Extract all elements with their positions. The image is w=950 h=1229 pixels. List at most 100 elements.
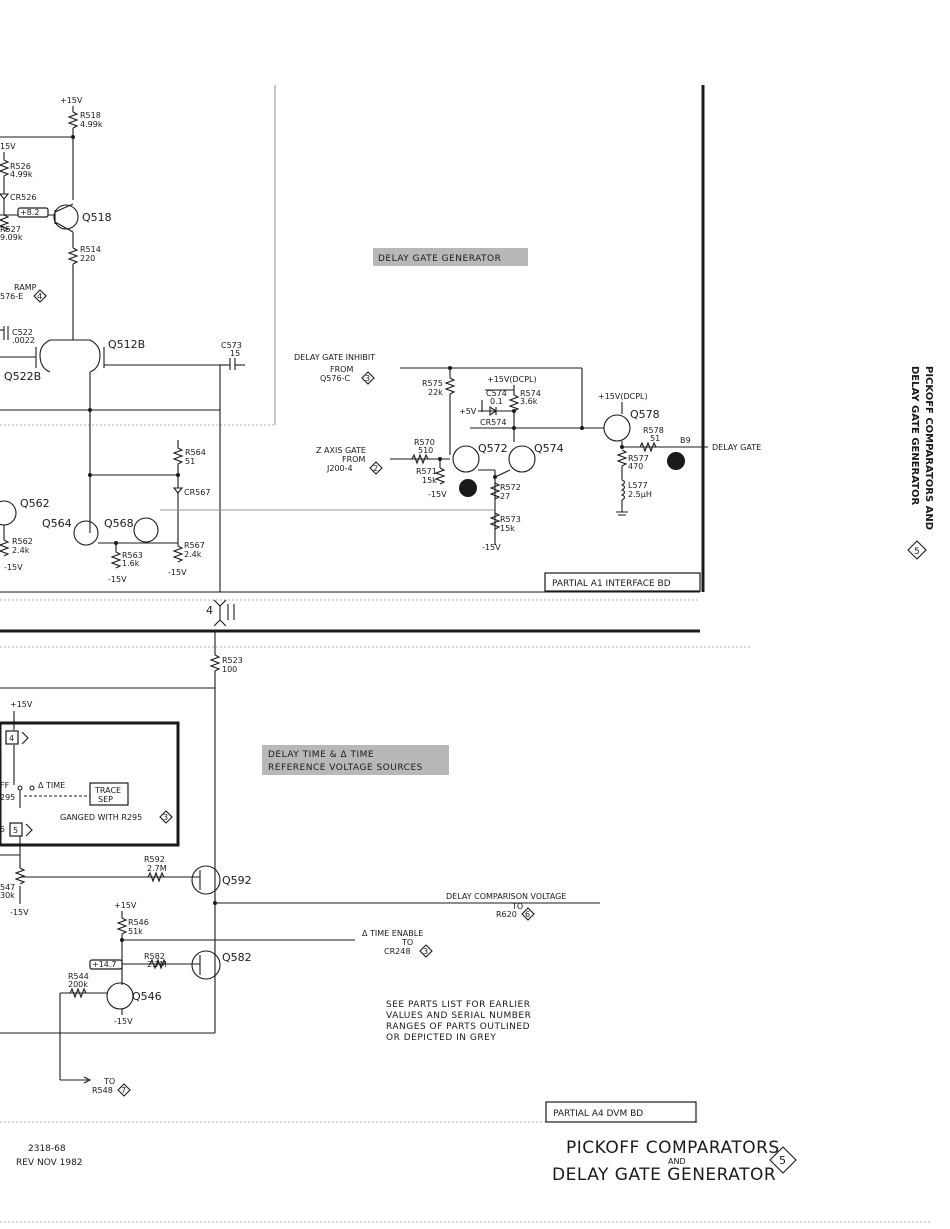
supply-m15-r573: -15V [482, 543, 501, 552]
supply-m15-r567: -15V [168, 568, 187, 577]
a4-board-label-box [545, 1101, 697, 1123]
z-axis-ref: J200-4 [326, 464, 353, 473]
r527-value: 9.09k [0, 233, 23, 242]
tp18-marker [459, 479, 477, 497]
r574-value: 3.6k [520, 397, 538, 406]
q582-symbol [191, 950, 221, 980]
r573-value: 15k [500, 524, 515, 533]
delay-gate-generator-label-bg [373, 248, 528, 266]
side-title-line2: DELAY GATE GENERATOR [909, 366, 920, 506]
to-r548-label: TO [103, 1077, 115, 1086]
supply-p5: +5V [459, 407, 477, 416]
drawing-number: 2318-68 [28, 1144, 66, 1154]
r562-value: 2.4k [12, 546, 30, 555]
supply-p15-r546: +15V [114, 901, 137, 910]
ganged-diagram: 3 [163, 813, 168, 822]
r548-diagram: 7 [121, 1086, 126, 1095]
connector-4: 4 [206, 604, 213, 617]
tp19-label: 19 [670, 457, 684, 468]
a1-board-label-box [544, 572, 701, 592]
c574-label: C574 [486, 389, 507, 398]
sheet-title-line1: PICKOFF COMPARATORS [566, 1138, 780, 1158]
supply-m15-q546: -15V [114, 1017, 133, 1026]
dt-enable-to: TO [401, 938, 413, 947]
c573-value: 15 [230, 349, 240, 358]
r518-label: R518 [80, 111, 101, 120]
r563-label: R563 [122, 551, 143, 560]
r570-label: R570 [414, 438, 435, 447]
q582-label: Q582 [222, 951, 252, 964]
side-title-line1: PICKOFF COMPARATORS AND [923, 366, 934, 530]
q574-label: Q574 [534, 442, 564, 455]
q562-symbol [0, 500, 17, 526]
c522-value: .0022 [12, 336, 35, 345]
dtime-label: Δ TIME [38, 781, 65, 790]
cr574-label: CR574 [480, 418, 506, 427]
c574-value: 0.1 [490, 397, 503, 406]
trace-sep-2: SEP [98, 795, 113, 804]
q512b-symbol [89, 339, 101, 373]
delay-gate-output: DELAY GATE [712, 443, 761, 452]
q522b-symbol [39, 339, 51, 373]
c522-label: C522 [12, 328, 33, 337]
supply-15v-left: 15V [0, 142, 16, 151]
r295-label: 295 [0, 793, 15, 802]
q546-symbol [106, 982, 134, 1010]
drawing-revision: REV NOV 1982 [16, 1158, 83, 1168]
r564-value: 51 [185, 457, 195, 466]
r570-value: 510 [418, 446, 433, 455]
dg-inhibit-label: DELAY GATE INHIBIT [294, 353, 375, 362]
q564-symbol [73, 520, 99, 546]
r523-label: R523 [222, 656, 243, 665]
ramp-diagram: 4 [37, 292, 42, 301]
delay-cmp-to: TO [511, 902, 523, 911]
v147-value: +14.7 [92, 960, 117, 969]
tp18-label: 18 [462, 484, 476, 495]
r572-value: 27 [500, 492, 510, 501]
l577-label: L577 [628, 481, 648, 490]
q564-label: Q564 [42, 517, 72, 530]
r546-label: R546 [128, 918, 149, 927]
q568-label: Q568 [104, 517, 134, 530]
dg-inhibit-ref: Q576-C [320, 374, 350, 383]
delay-time-source-label-2: REFERENCE VOLTAGE SOURCES [268, 763, 423, 773]
dt-enable-diagram: 3 [423, 947, 428, 956]
z-axis-diagram: 2 [373, 464, 378, 473]
delay-time-source-label-1: DELAY TIME & Δ TIME [268, 750, 374, 760]
note-line-1: SEE PARTS LIST FOR EARLIER [386, 1000, 530, 1010]
note-line-3: RANGES OF PARTS OUTLINED [386, 1022, 530, 1032]
q574-symbol [508, 445, 536, 473]
dt-enable-ref: CR248 [384, 947, 410, 956]
q568-symbol [133, 517, 159, 543]
ramp-label: RAMP [14, 283, 37, 292]
q546-label: Q546 [132, 990, 162, 1003]
plug-4: 4 [9, 734, 14, 743]
r548-ref: R548 [92, 1086, 113, 1095]
sheet-title-diagram-diamond [769, 1146, 797, 1174]
supply-p15-q518: +15V [60, 96, 83, 105]
switch-outline [0, 721, 180, 847]
r546-value: 51k [128, 927, 143, 936]
r571-label: R571 [416, 467, 437, 476]
delay-gate-generator-label: DELAY GATE GENERATOR [378, 254, 501, 264]
a1-board-label: PARTIAL A1 INTERFACE BD [552, 579, 671, 589]
delay-cmp-label: DELAY COMPARISON VOLTAGE [446, 892, 566, 901]
r523-value: 100 [222, 665, 237, 674]
q522b-label: Q522B [4, 370, 41, 383]
r562-label: R562 [12, 537, 33, 546]
c573-label: C573 [221, 341, 242, 350]
r572-label: R572 [500, 483, 521, 492]
r527-label: R527 [0, 225, 21, 234]
ramp-ref: 576-E [0, 292, 23, 301]
cr567-label: CR567 [184, 488, 210, 497]
sheet-title-line2: AND [668, 1157, 686, 1166]
note-line-4: OR DEPICTED IN GREY [386, 1033, 496, 1043]
r582-label: R582 [144, 952, 165, 961]
q562-label: Q562 [20, 497, 50, 510]
delay-cmp-ref: R620 [496, 910, 517, 919]
r577-value: 470 [628, 462, 643, 471]
r526-value: 4.99k [10, 170, 33, 179]
r547-label: 547 [0, 883, 15, 892]
b9-label: B9 [680, 436, 691, 445]
